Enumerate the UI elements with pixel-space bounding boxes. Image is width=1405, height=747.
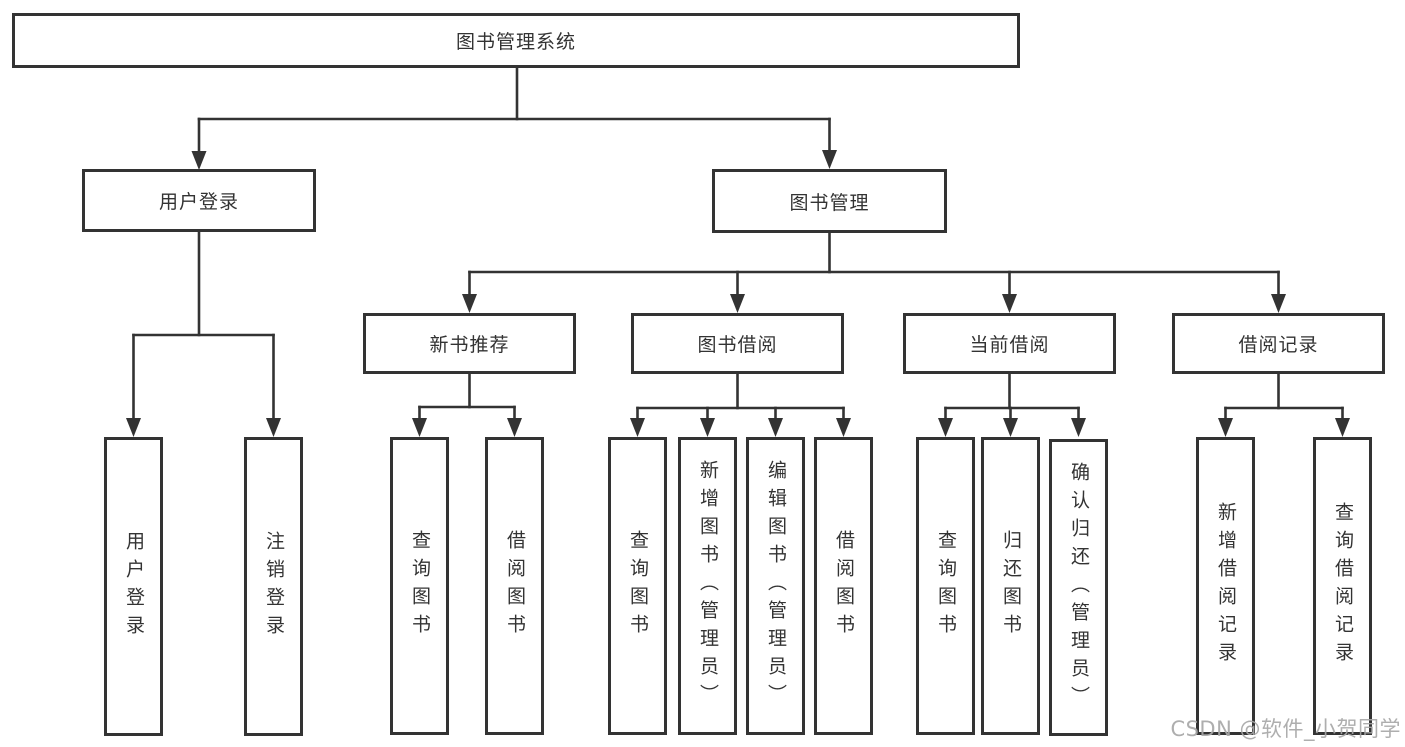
node-book-management-branch-label: 图书管理 <box>789 191 870 214</box>
leaf-edit-books-admin-label: 编辑图书（管理员） <box>765 460 787 712</box>
leaf-user-login-label: 用户登录 <box>123 530 145 643</box>
leaf-query-books-borrowing: 查询图书 <box>608 437 667 735</box>
watermark-text: CSDN @软件_小贺同学 <box>1170 717 1401 741</box>
node-book-management-branch: 图书管理 <box>712 169 947 233</box>
leaf-return-books-label: 归还图书 <box>1000 530 1022 642</box>
leaf-confirm-return-admin-label: 确认归还（管理员） <box>1068 461 1090 714</box>
leaf-query-books-recommend: 查询图书 <box>390 437 449 735</box>
leaf-query-borrow-record-label: 查询借阅记录 <box>1332 502 1354 670</box>
leaf-borrow-books-recommend: 借阅图书 <box>485 437 544 735</box>
leaf-query-books-current-label: 查询图书 <box>935 530 957 642</box>
node-current-borrowing-label: 当前借阅 <box>969 334 1050 356</box>
leaf-confirm-return-admin: 确认归还（管理员） <box>1049 439 1108 736</box>
leaf-user-login: 用户登录 <box>104 437 163 736</box>
leaf-return-books: 归还图书 <box>981 437 1040 735</box>
leaf-logout: 注销登录 <box>244 437 303 736</box>
node-root: 图书管理系统 <box>12 13 1020 68</box>
leaf-borrow-books-label: 借阅图书 <box>833 530 855 642</box>
node-new-book-recommend: 新书推荐 <box>363 313 576 374</box>
node-current-borrowing: 当前借阅 <box>903 313 1116 374</box>
leaf-query-books-current: 查询图书 <box>916 437 975 735</box>
leaf-query-books-borrowing-label: 查询图书 <box>627 530 649 642</box>
leaf-query-books-recommend-label: 查询图书 <box>409 530 431 642</box>
leaf-borrow-books-recommend-label: 借阅图书 <box>504 530 526 642</box>
node-book-borrowing-label: 图书借阅 <box>697 334 778 356</box>
node-root-label: 图书管理系统 <box>455 31 576 53</box>
leaf-add-borrow-record-label: 新增借阅记录 <box>1215 502 1237 670</box>
node-book-borrowing: 图书借阅 <box>631 313 844 374</box>
node-user-login-branch-label: 用户登录 <box>158 191 239 213</box>
leaf-add-books-admin: 新增图书（管理员） <box>678 437 737 735</box>
leaf-add-borrow-record: 新增借阅记录 <box>1196 437 1255 735</box>
leaf-borrow-books: 借阅图书 <box>814 437 873 735</box>
leaf-query-borrow-record: 查询借阅记录 <box>1313 437 1372 735</box>
node-new-book-recommend-label: 新书推荐 <box>429 334 510 356</box>
node-user-login-branch: 用户登录 <box>82 169 316 232</box>
leaf-add-books-admin-label: 新增图书（管理员） <box>697 460 719 712</box>
leaf-logout-label: 注销登录 <box>263 530 285 643</box>
node-borrowing-records-label: 借阅记录 <box>1238 334 1319 356</box>
leaf-edit-books-admin: 编辑图书（管理员） <box>746 437 805 735</box>
arrowheads <box>126 150 1350 437</box>
node-borrowing-records: 借阅记录 <box>1172 313 1385 374</box>
